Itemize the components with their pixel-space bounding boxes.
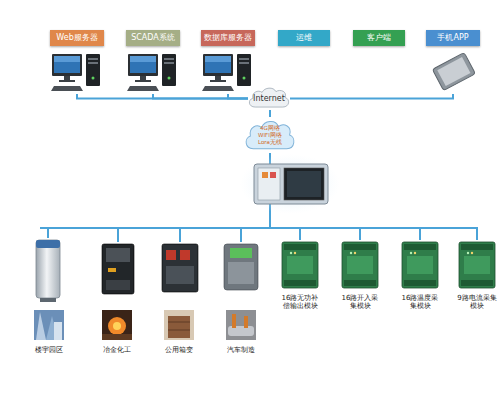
network-wire [270, 153, 477, 240]
label-band: 运维 [278, 30, 330, 46]
network-wire [269, 110, 271, 117]
capacitor-device [36, 240, 60, 302]
scene-photo [34, 310, 64, 340]
module-node: 16路开入采集模块 [339, 240, 381, 335]
meter-device [224, 244, 258, 290]
scene-label: 冶金化工 [97, 346, 137, 355]
module-icon [456, 240, 498, 290]
module-node: 9路电流采集模块 [456, 240, 498, 335]
scene-photo [226, 310, 256, 340]
network-wire [228, 94, 248, 99]
module-icon [279, 240, 321, 290]
scene-photo [102, 310, 132, 340]
scene-label: 楼宇园区 [29, 346, 69, 355]
module-label: 16路温度采集模块 [399, 294, 441, 310]
network-wire [290, 94, 453, 99]
label-band: 数据库服务器 [201, 30, 255, 46]
network-wire [270, 153, 360, 240]
cloud-text: Internet [253, 94, 285, 104]
network-wire [270, 153, 300, 240]
label-band: SCADA系统 [126, 30, 180, 46]
server-node: Web服务器 [50, 30, 104, 94]
tablet-icon [426, 50, 480, 94]
computer-icon [126, 50, 180, 94]
scene-label: 公用箱变 [159, 346, 199, 355]
bus-wire [40, 228, 290, 242]
label-band: Web服务器 [50, 30, 104, 46]
scene-label: 汽车制造 [221, 346, 261, 355]
gateway-device [240, 154, 340, 214]
cloud-text: WIFI网络 [258, 132, 282, 139]
server-node: 客户端 [353, 30, 405, 46]
module-node: 16路温度采集模块 [399, 240, 441, 335]
network-cloud: Internet [246, 85, 292, 110]
cloud-text: Lora无线 [258, 139, 282, 146]
module-label: 16路无功补偿输出模块 [279, 294, 321, 310]
cloud-text: 4G网络 [260, 125, 280, 132]
module-label: 16路开入采集模块 [339, 294, 381, 310]
network-wire [153, 94, 248, 99]
scene-photo [164, 310, 194, 340]
switch-device [162, 244, 198, 292]
server-node: 运维 [278, 30, 330, 46]
computer-icon [201, 50, 255, 94]
module-node: 16路无功补偿输出模块 [279, 240, 321, 335]
label-band: 客户端 [353, 30, 405, 46]
server-node: 数据库服务器 [201, 30, 255, 94]
label-band: 手机APP [426, 30, 480, 46]
module-icon [399, 240, 441, 290]
controller-device [102, 244, 134, 294]
network-cloud: 4G网络WIFI网络Lora无线 [242, 117, 298, 153]
module-icon [339, 240, 381, 290]
network-wire [270, 153, 420, 240]
computer-icon [50, 50, 104, 94]
module-label: 9路电流采集模块 [456, 294, 498, 310]
server-node: 手机APP [426, 30, 480, 94]
network-wire [77, 94, 248, 99]
server-node: SCADA系统 [126, 30, 180, 94]
